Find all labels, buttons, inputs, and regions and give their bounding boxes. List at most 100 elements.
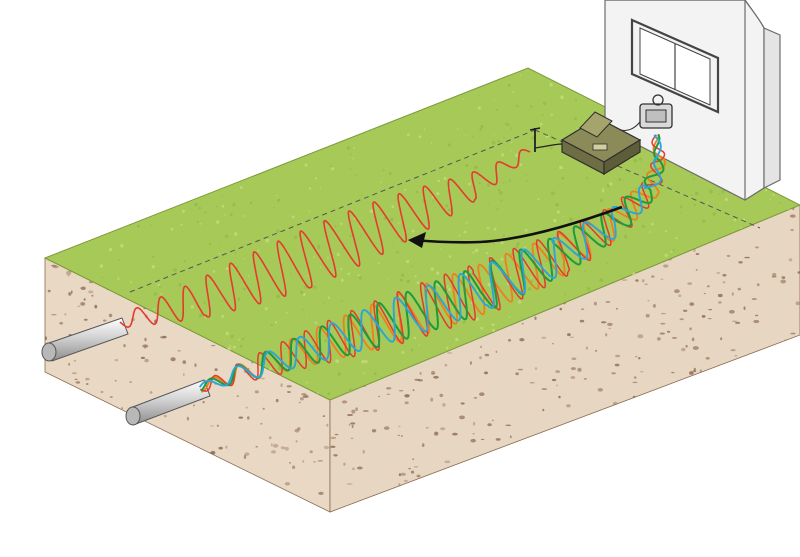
soil-speckle: [397, 425, 401, 428]
grass-dot: [357, 274, 360, 277]
grass-dot: [493, 133, 495, 135]
grass-dot: [397, 332, 400, 335]
soil-speckle: [75, 381, 81, 384]
soil-speckle: [295, 440, 298, 443]
soil-speckle: [605, 301, 611, 303]
grass-dot: [550, 113, 553, 116]
grass-dot: [264, 307, 268, 311]
soil-speckle: [614, 492, 620, 495]
grass-dot: [291, 215, 295, 218]
grass-dot: [309, 187, 312, 190]
soil-speckle: [641, 279, 645, 283]
soil-speckle: [559, 307, 563, 311]
soil-speckle: [287, 391, 291, 393]
soil-speckle: [484, 353, 490, 357]
grass-dot: [463, 230, 467, 234]
soil-speckle: [101, 414, 105, 417]
soil-speckle: [679, 318, 684, 321]
soil-speckle: [194, 363, 197, 367]
soil-speckle: [199, 482, 202, 485]
soil-speckle: [751, 298, 757, 300]
soil-speckle: [83, 318, 88, 321]
soil-speckle: [720, 337, 723, 341]
soil-speckle: [152, 457, 156, 462]
grass-dot: [512, 91, 515, 94]
grass-dot: [541, 114, 544, 116]
soil-speckle: [51, 382, 56, 386]
soil-speckle: [604, 456, 609, 461]
grass-dot: [198, 313, 203, 318]
grass-dot: [416, 281, 420, 285]
soil-speckle: [404, 401, 409, 405]
soil-speckle: [371, 429, 377, 433]
soil-speckle: [722, 461, 727, 465]
soil-speckle: [681, 347, 686, 352]
grass-dot: [327, 392, 331, 395]
soil-speckle: [294, 428, 300, 433]
soil-speckle: [142, 344, 149, 348]
soil-speckle: [123, 344, 126, 348]
soil-speckle: [764, 489, 769, 493]
soil-speckle: [152, 486, 158, 490]
grass-dot: [724, 197, 729, 201]
grass-dot: [208, 242, 212, 245]
soil-speckle: [704, 378, 710, 383]
soil-speckle: [542, 408, 545, 412]
soil-speckle: [555, 370, 560, 373]
grass-dot: [519, 163, 523, 167]
grass-dot: [313, 256, 315, 258]
soil-speckle: [484, 371, 488, 375]
grass-dot: [117, 277, 120, 280]
grass-dot: [299, 290, 303, 294]
grass-dot: [382, 169, 385, 172]
soil-speckle: [459, 415, 465, 420]
soil-speckle: [410, 470, 415, 474]
grass-dot: [436, 192, 440, 196]
grass-dot: [487, 203, 489, 205]
soil-speckle: [80, 286, 86, 290]
soil-speckle: [162, 335, 167, 339]
soil-speckle: [674, 289, 680, 294]
soil-speckle: [749, 465, 755, 467]
soil-speckle: [312, 461, 317, 463]
soil-speckle: [56, 451, 61, 454]
soil-speckle: [678, 490, 681, 495]
soil-speckle: [210, 425, 215, 427]
grass-dot: [585, 176, 589, 180]
grass-dot: [406, 259, 410, 264]
grass-dot: [349, 234, 352, 237]
soil-speckle: [45, 336, 47, 341]
soil-speckle: [777, 472, 782, 477]
wave-red-upper: [119, 149, 531, 328]
grass-dot: [353, 146, 356, 149]
soil-speckle: [362, 410, 369, 412]
grass-dot: [196, 220, 199, 223]
soil-speckle: [693, 367, 696, 370]
grass-dot: [327, 296, 331, 299]
soil-speckle: [263, 502, 269, 506]
grass-dot: [525, 180, 528, 182]
soil-speckle: [699, 369, 703, 373]
grass-dot: [537, 198, 540, 201]
grass-dot: [675, 237, 678, 240]
soil-speckle: [129, 381, 133, 383]
grass-dot: [243, 258, 245, 260]
soil-speckle: [500, 460, 506, 463]
grass-dot: [500, 264, 503, 267]
soil-speckle: [753, 319, 760, 324]
soil-speckle: [471, 503, 475, 505]
grass-dot: [158, 285, 161, 288]
soil-speckle: [45, 378, 48, 382]
soil-speckle: [756, 283, 760, 287]
soil-speckle: [91, 294, 94, 297]
grass-dot: [553, 218, 557, 223]
soil-speckle: [172, 443, 176, 448]
soil-speckle: [471, 503, 475, 506]
soil-speckle: [362, 449, 365, 454]
soil-speckle: [330, 445, 336, 448]
soil-speckle: [795, 420, 800, 423]
soil-speckle: [738, 380, 743, 382]
soil-speckle: [733, 501, 736, 505]
soil-speckle: [216, 424, 219, 427]
